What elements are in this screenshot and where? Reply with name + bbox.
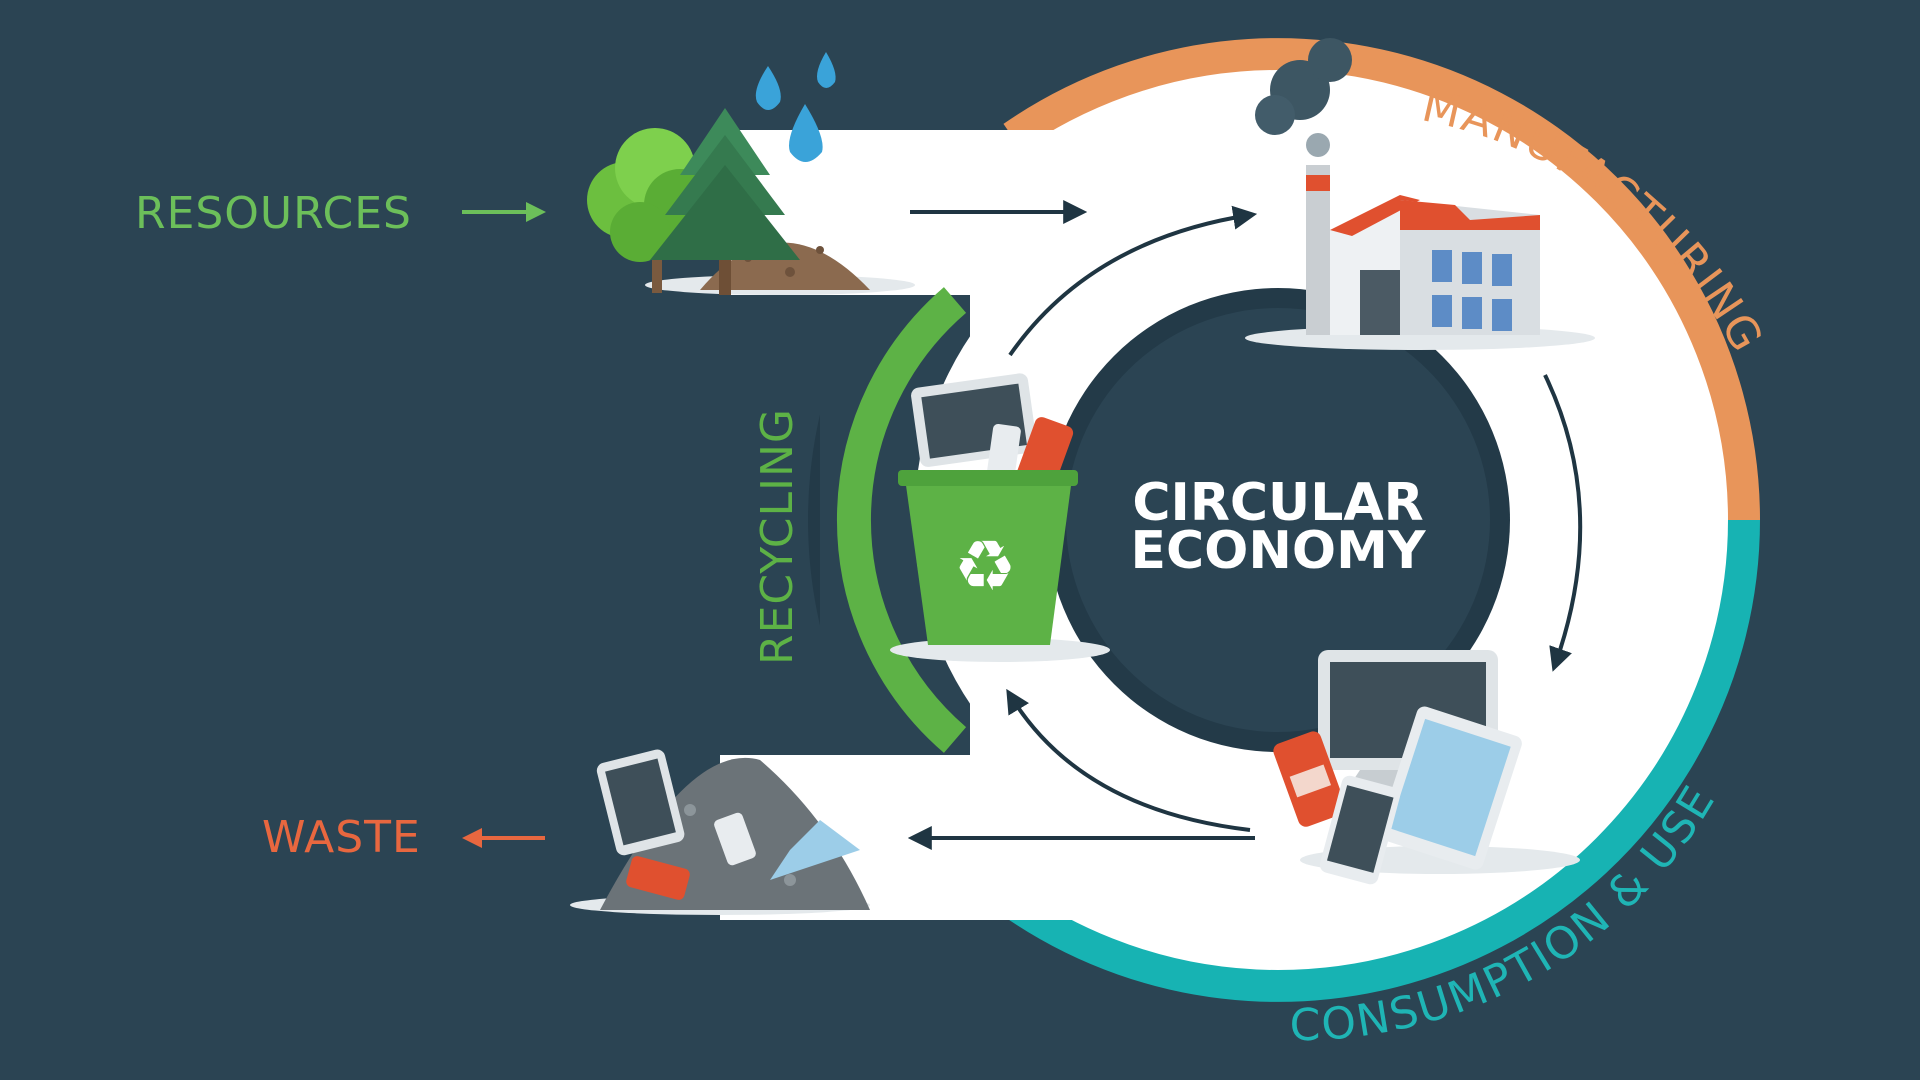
- devices-and-can-icon: [1273, 650, 1580, 885]
- waste-pile-icon: [570, 749, 870, 915]
- consumption-arc: [1003, 519, 1760, 1002]
- resources-label: RESOURCES: [135, 188, 412, 239]
- arrow-recycling-to-manufacturing: [1008, 205, 1258, 357]
- center-circle: [1066, 308, 1490, 732]
- trees-and-water-drops-icon: [587, 52, 915, 295]
- recycle-bin-icon: ♻: [890, 373, 1110, 662]
- arrow-manufacturing-to-consumption: [1543, 374, 1583, 672]
- waste-label: WASTE: [262, 812, 421, 863]
- center-title-line2: ECONOMY: [1130, 521, 1426, 581]
- factory-icon: [1245, 38, 1595, 350]
- svg-text:♻: ♻: [954, 525, 1017, 607]
- manufacturing-arc: [1003, 38, 1760, 521]
- recycling-arc-visible: [836, 287, 967, 753]
- center-title-line1: CIRCULAR: [1132, 473, 1423, 533]
- recycling-label: RECYCLING: [752, 408, 803, 665]
- arrow-consumption-to-recycling: [1006, 688, 1251, 832]
